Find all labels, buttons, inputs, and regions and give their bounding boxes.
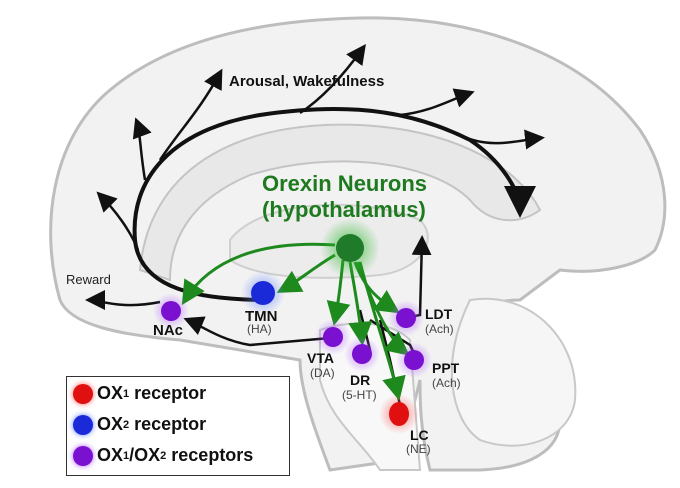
legend-mid: /OX — [129, 445, 161, 465]
legend-suffix: receptor — [129, 383, 207, 403]
legend-sub: 2 — [123, 418, 130, 431]
nac-dot[interactable] — [161, 301, 181, 321]
ldt-label: LDT — [425, 306, 453, 322]
title-line1: Orexin Neurons — [262, 171, 428, 196]
ldt-dot[interactable] — [396, 308, 416, 328]
lc-transmitter: (NE) — [406, 442, 431, 456]
vta-label: VTA — [307, 350, 334, 366]
vta-dot[interactable] — [323, 327, 343, 347]
reward-label: Reward — [66, 272, 111, 287]
ox2-swatch — [73, 414, 93, 435]
legend-text: OX — [97, 414, 124, 434]
ldt-transmitter: (Ach) — [425, 322, 454, 336]
tmn-label: TMN — [245, 308, 278, 325]
ppt-transmitter: (Ach) — [432, 376, 461, 390]
lc-label: LC — [410, 427, 429, 443]
ox1-swatch — [73, 383, 93, 404]
lc-dot[interactable] — [389, 402, 409, 426]
vta-transmitter: (DA) — [310, 366, 335, 380]
ppt-dot[interactable] — [404, 350, 424, 370]
dr-label: DR — [350, 372, 371, 388]
tmn-transmitter: (HA) — [247, 322, 272, 336]
legend-suffix: receptor — [129, 414, 207, 434]
cerebellum — [450, 297, 577, 447]
orexin-neurons-dot[interactable] — [336, 234, 364, 262]
legend-sub2: 2 — [160, 449, 167, 462]
dr-transmitter: (5-HT) — [342, 388, 377, 402]
title-line2: (hypothalamus) — [262, 197, 426, 222]
nac-label: NAc — [153, 322, 184, 339]
legend-sub: 1 — [123, 387, 130, 400]
legend-text: OX — [97, 445, 124, 465]
legend-suffix: receptors — [166, 445, 254, 465]
legend-text: OX — [97, 383, 124, 403]
arousal-label: Arousal, Wakefulness — [229, 73, 385, 90]
ox12-swatch — [73, 445, 93, 466]
legend-sub: 1 — [123, 449, 130, 462]
ppt-label: PPT — [432, 360, 460, 376]
corpus-callosum — [138, 123, 542, 282]
tmn-dot[interactable] — [251, 281, 275, 305]
dr-dot[interactable] — [352, 344, 372, 364]
arousal-pathways — [132, 107, 536, 302]
